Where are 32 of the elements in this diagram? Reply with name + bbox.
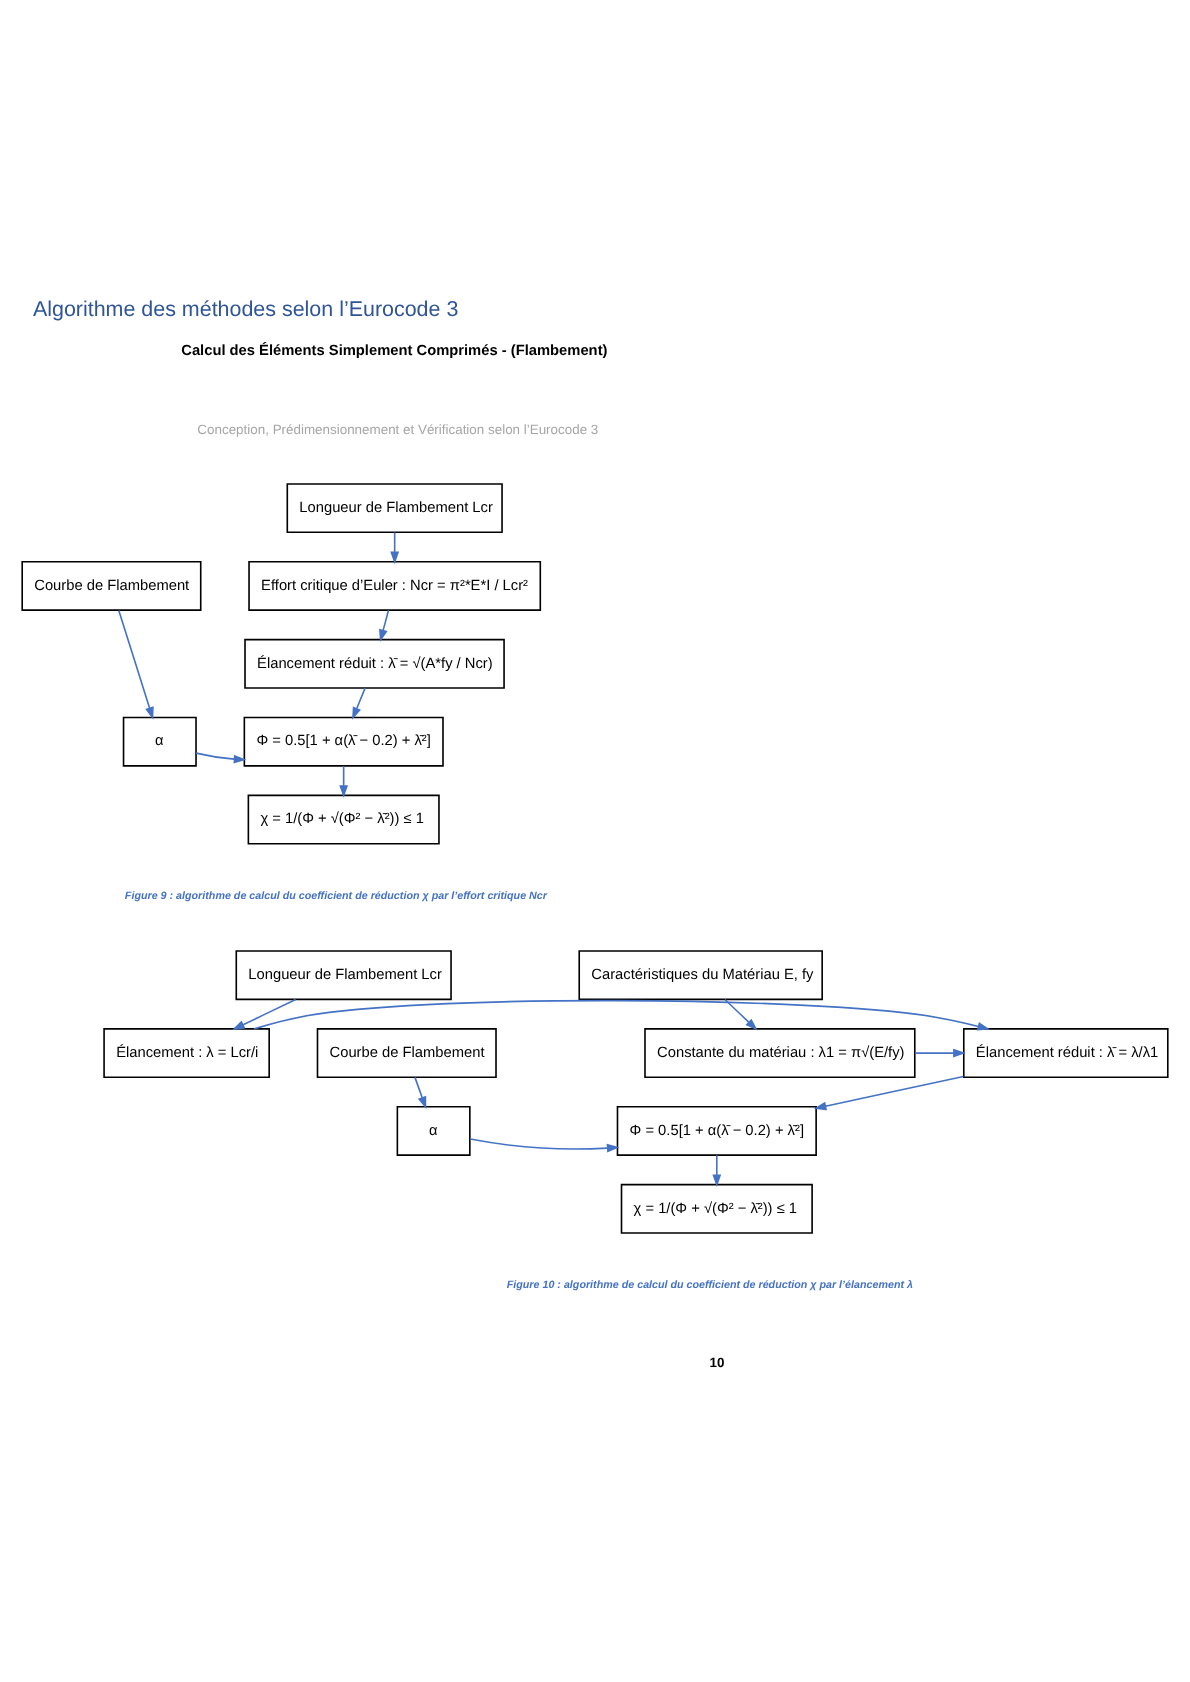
node-box: Élancement réduit : λ̄ = λ/λ1 <box>962 1028 1169 1079</box>
arrow <box>352 687 366 720</box>
node-box: Courbe de Flambement <box>316 1028 497 1079</box>
arrow <box>339 765 349 798</box>
node-box: χ = 1/(Φ + √(Φ² − λ̄²)) ≤ 1 <box>247 794 440 845</box>
node-box: Élancement : λ = Lcr/i <box>103 1028 270 1079</box>
arrow <box>914 1048 966 1058</box>
node-box: Longueur de Flambement Lcr <box>235 950 452 1001</box>
arrow <box>195 752 247 764</box>
arrow <box>253 999 991 1031</box>
arrow <box>712 1154 722 1188</box>
arrow <box>379 609 390 643</box>
node-box: Φ = 0.5[1 + α(λ̄ − 0.2) + λ̄²] <box>616 1105 817 1156</box>
diagram-title: Algorithme des méthodes selon l’Eurocode 3 <box>32 297 459 322</box>
arrow <box>390 531 400 565</box>
arrow <box>118 609 154 720</box>
node-box: Constante du matériau : λ1 = π√(E/fy) <box>644 1028 916 1079</box>
node-box: Courbe de Flambement <box>21 561 202 611</box>
node-box: α <box>396 1105 471 1156</box>
node-box: Longueur de Flambement Lcr <box>286 483 503 534</box>
node-box: Effort critique d’Euler : Ncr = π²*E*I / Lcr² <box>248 561 542 611</box>
node-box: Φ = 0.5[1 + α(λ̄ − 0.2) + λ̄²] <box>243 716 444 767</box>
node-box: Caractéristiques du Matériau E, fy <box>578 950 823 1001</box>
label: Calcul des Éléments Simplement Comprimés - (Flambement) <box>181 340 608 359</box>
node-box: α <box>122 716 197 767</box>
arrow <box>414 1076 427 1110</box>
arrow <box>469 1138 620 1153</box>
arrow <box>724 998 758 1031</box>
node-box: Élancement réduit : λ̄ = √(A*fy / Ncr) <box>244 638 505 689</box>
arrow <box>232 998 297 1030</box>
arrow <box>813 1075 965 1111</box>
node-box: χ = 1/(Φ + √(Φ² − λ̄²)) ≤ 1 <box>620 1183 813 1234</box>
